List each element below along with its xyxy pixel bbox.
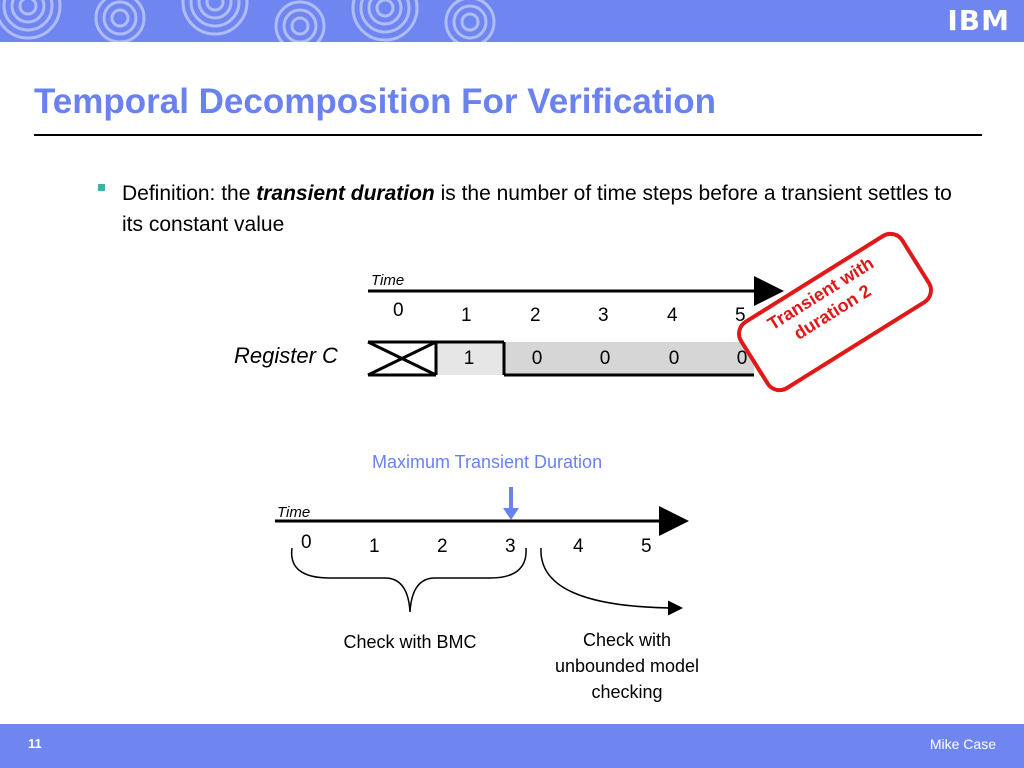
time-step-top: 3 [598, 305, 609, 326]
time-step-bottom: 3 [505, 536, 516, 557]
max-transient-duration-label: Maximum Transient Duration [372, 452, 603, 472]
slide-title: Temporal Decomposition For Verification [34, 82, 716, 121]
bmc-brace [290, 547, 527, 613]
register-label: Register C [234, 343, 338, 368]
time-step-top: 4 [667, 305, 678, 326]
time-label-top: Time [371, 272, 405, 289]
bullet-emphasis: transient duration [256, 182, 435, 205]
register-value: 0 [599, 348, 611, 369]
time-step-top: 2 [530, 305, 541, 326]
time-step-bottom: 5 [641, 536, 652, 557]
register-value: 0 [531, 348, 543, 369]
time-step-bottom: 1 [369, 536, 380, 557]
title-divider [34, 134, 982, 136]
page-number: 11 [28, 736, 42, 751]
register-waveform [367, 340, 754, 377]
time-step-top: 5 [735, 305, 746, 326]
bullet-suffix: is the number of time steps before a tra… [122, 182, 952, 236]
time-step-bottom: 4 [573, 536, 584, 557]
time-label-bottom: Time [277, 504, 311, 521]
ibm-logo: IBM [947, 4, 1010, 37]
max-transient-marker-head [503, 508, 519, 520]
callout-box [737, 231, 933, 393]
register-value: 0 [736, 348, 748, 369]
bullet-marker [98, 184, 105, 191]
top-banner: IBM [0, 0, 1024, 42]
register-value: 1 [463, 348, 475, 369]
register-value: 0 [668, 348, 680, 369]
bullet-prefix: Definition: the [122, 182, 257, 205]
unbounded-caption: Check with unbounded model checking [554, 630, 700, 702]
unbounded-arrow [540, 547, 683, 616]
definition-bullet: Definition: the transient duration is th… [122, 178, 972, 240]
author-name: Mike Case [929, 736, 996, 752]
time-step-top: 1 [461, 305, 472, 326]
time-step-top: 0 [393, 300, 404, 321]
time-step-bottom: 0 [301, 532, 312, 553]
footer-bar: 11 Mike Case [0, 724, 1024, 768]
concentric-circles-decoration [0, 0, 496, 42]
time-step-bottom: 2 [437, 536, 448, 557]
bmc-caption: Check with BMC [343, 632, 477, 652]
